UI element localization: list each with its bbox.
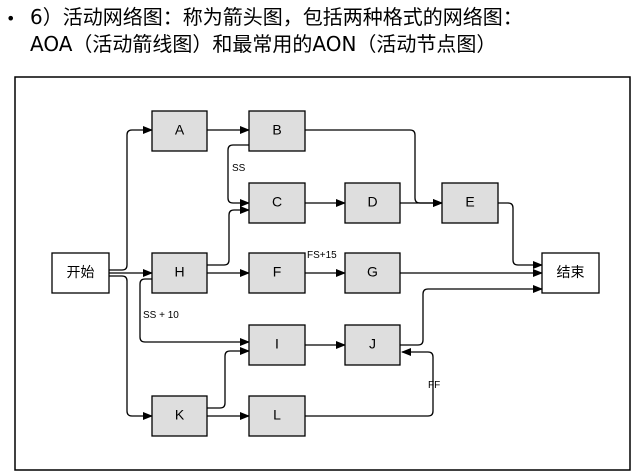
bullet-line-2: AOA（活动箭线图）和最常用的AON（活动节点图）	[6, 31, 634, 58]
node-end-box	[541, 252, 600, 294]
node-C-label: C	[272, 194, 282, 210]
node-H-label: H	[174, 264, 184, 280]
node-I-label: I	[275, 336, 279, 352]
node-C-box	[248, 182, 306, 224]
node-D-label: D	[367, 194, 377, 210]
edge-K-I	[207, 347, 250, 409]
node-B-box	[248, 110, 306, 152]
node-G-label: G	[367, 264, 378, 280]
edges	[109, 126, 543, 420]
node-H-box	[151, 252, 208, 294]
edge-H-I-ss10	[139, 278, 250, 346]
node-J-box	[344, 324, 401, 366]
slide-text: • 6）活动网络图：称为箭头图，包括两种格式的网络图： AOA（活动箭线图）和最常…	[6, 4, 634, 58]
label-ff: FF	[428, 380, 440, 391]
node-A-label: A	[175, 122, 185, 138]
node-F-box	[248, 252, 306, 294]
edge-L-J-ff	[305, 348, 434, 417]
bullet-text-line-1: 6）活动网络图：称为箭头图，包括两种格式的网络图：	[30, 5, 523, 29]
node-K-label: K	[175, 407, 185, 423]
node-I-box	[248, 324, 306, 366]
node-G-box	[344, 252, 401, 294]
node-E-box	[441, 182, 499, 224]
label-ss: SS	[232, 163, 246, 174]
node-L-label: L	[273, 407, 281, 423]
label-fs15: FS+15	[307, 250, 337, 261]
node-F-label: F	[273, 264, 282, 280]
bullet-line-1: • 6）活动网络图：称为箭头图，包括两种格式的网络图：	[6, 4, 634, 31]
node-J-label: J	[369, 336, 376, 352]
node-B-label: B	[272, 122, 281, 138]
edge-E-end	[498, 202, 543, 269]
node-A-box	[151, 110, 208, 152]
bullet-text-line-2: AOA（活动箭线图）和最常用的AON（活动节点图）	[30, 32, 497, 56]
bullet-dot: •	[6, 9, 16, 28]
label-ss10: SS + 10	[143, 310, 179, 321]
edge-B-C-ss	[227, 144, 250, 207]
node-E-label: E	[465, 194, 474, 210]
edge-H-C	[207, 206, 250, 266]
edge-start-K	[109, 275, 153, 420]
node-start-box	[51, 252, 110, 294]
edge-J-end	[400, 285, 543, 346]
node-D-box	[344, 182, 401, 224]
node-K-box	[151, 395, 208, 437]
node-end-label: 结束	[557, 265, 585, 281]
node-start-label: 开始	[67, 265, 95, 281]
node-L-box	[248, 395, 306, 437]
edge-start-A	[109, 126, 153, 271]
